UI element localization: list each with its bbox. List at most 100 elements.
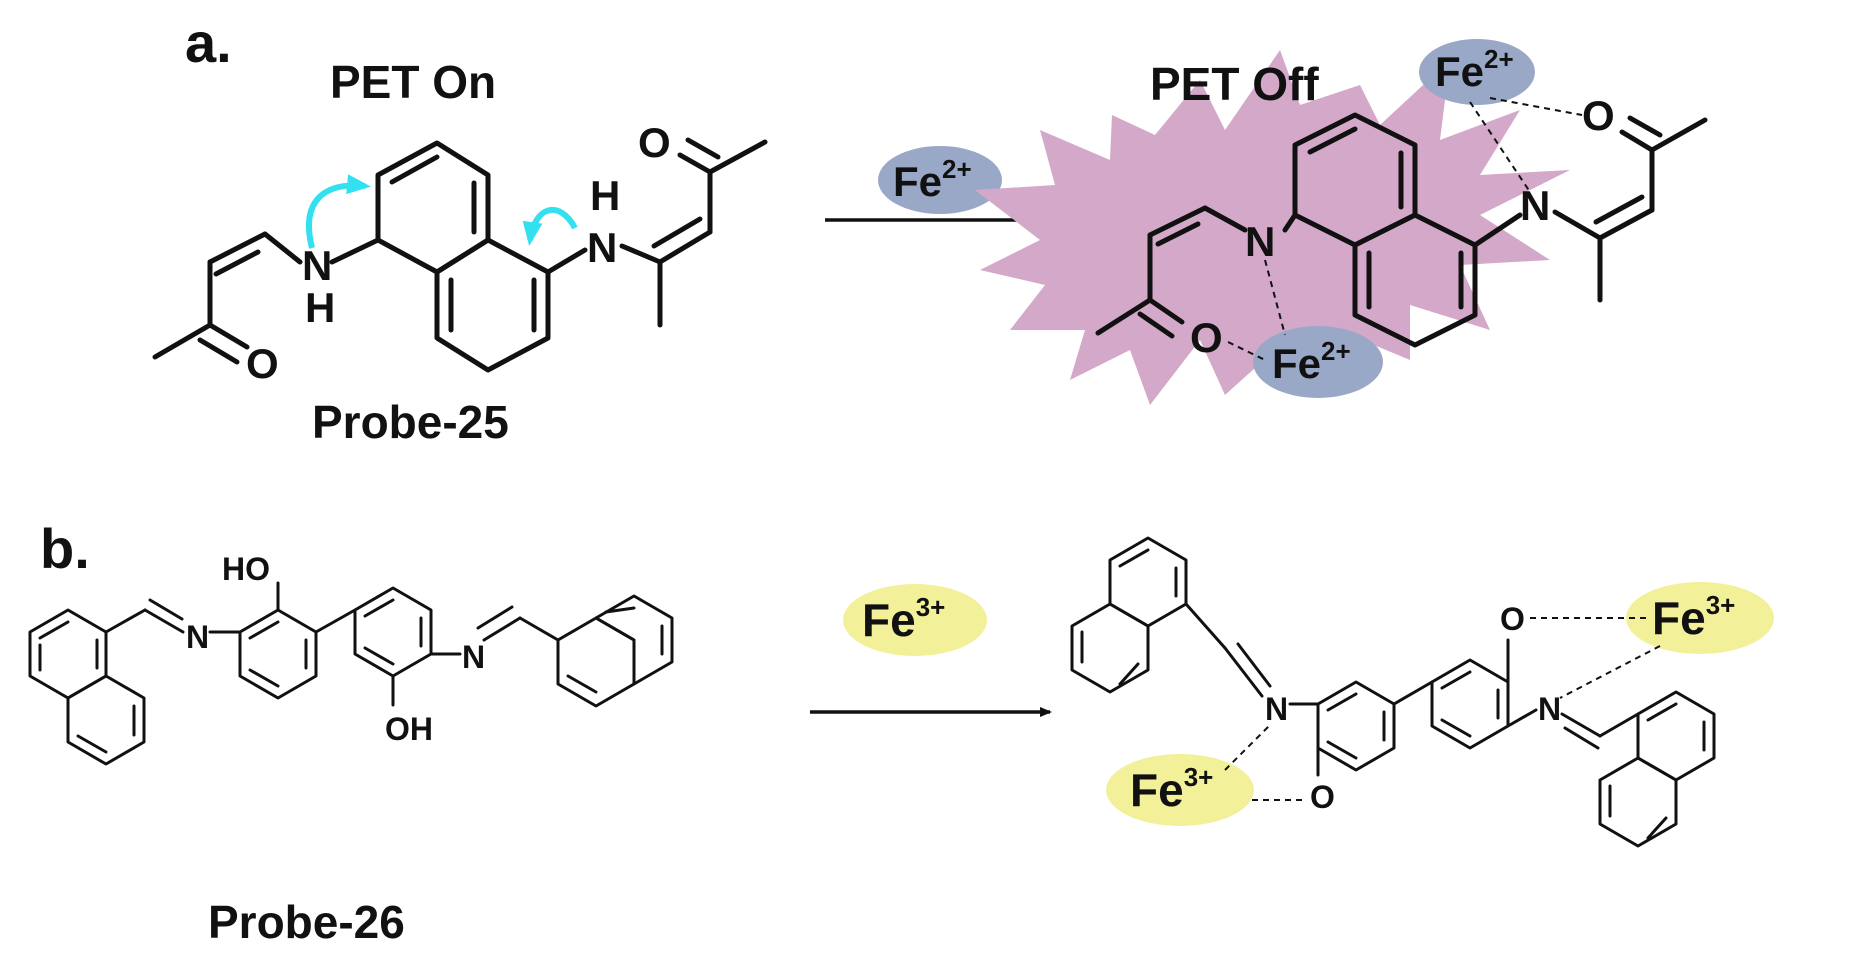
panel-b-label: b.: [40, 517, 90, 580]
fe2-bottom-label: Fe2+: [1272, 336, 1351, 387]
naphthalene-ring: [66, 674, 146, 766]
probe-26-label: Probe-26: [208, 896, 405, 948]
c-c-bond: [104, 608, 147, 634]
naphthalene-ring: [1070, 602, 1150, 694]
nh-hydrogen: H: [590, 172, 620, 219]
nh-nitrogen: N: [587, 224, 617, 271]
double-bond: [1307, 126, 1358, 155]
double-bond: [1646, 816, 1668, 840]
fe3-bottom-label: Fe3+: [1130, 762, 1213, 816]
double-bond: [213, 249, 261, 277]
fe2-reagent-highlight: [878, 146, 1002, 214]
double-bond: [1627, 115, 1663, 138]
double-bond: [566, 674, 598, 694]
naphthalene-ring: [1598, 756, 1678, 848]
coordinating-nitrogen: N: [1520, 182, 1550, 229]
double-bond: [248, 620, 280, 640]
c-n-bond: [1282, 212, 1298, 233]
n-c-bond: [619, 243, 663, 265]
naphthalene-ring: [594, 594, 674, 686]
fe3-top-highlight: [1626, 582, 1774, 654]
double-bond: [1326, 740, 1358, 760]
double-bond: [1137, 311, 1175, 339]
coordination-bond: [1224, 724, 1271, 771]
vinyl-bond: [657, 229, 713, 265]
hydroxyl-group: OH: [385, 711, 433, 747]
biaryl-bond: [314, 608, 357, 634]
double-bond: [1118, 662, 1140, 686]
pet-arrow-left: [305, 174, 371, 249]
vinyl-bond: [1597, 207, 1655, 241]
c-o-bond: [677, 152, 713, 175]
coordination-bond: [1469, 101, 1531, 193]
probe-26-structure: N HO OH N: [28, 551, 674, 766]
phenoxide-oxygen: O: [1310, 779, 1335, 815]
double-bond: [248, 668, 280, 688]
fe3-complex-structure: N O O N: [1070, 536, 1774, 848]
fe3-reagent-label: Fe3+: [862, 592, 945, 646]
phenoxide-oxygen: O: [1500, 601, 1525, 637]
double-bond: [1440, 718, 1472, 738]
imine-bond: [143, 608, 185, 634]
methyl-bond: [1095, 297, 1153, 336]
n-c-bond: [1202, 205, 1248, 233]
panel-b: b. Probe-26 N HO: [28, 517, 1774, 948]
imine-bond: [1560, 712, 1602, 738]
imine-nitrogen: N: [1265, 691, 1288, 727]
coordinating-oxygen: O: [1190, 314, 1223, 361]
fe2-bottom-highlight: [1253, 326, 1383, 398]
c-c-bond: [1598, 712, 1640, 738]
coordinating-nitrogen: N: [1245, 218, 1275, 265]
imine-nitrogen: N: [186, 619, 209, 655]
vinyl-bond: [1147, 205, 1208, 238]
double-bond: [1236, 642, 1272, 688]
probe-25-label: Probe-25: [312, 396, 509, 448]
double-bond: [76, 734, 108, 754]
hydroxyl-group: HO: [222, 551, 270, 587]
c-o-bond: [207, 322, 250, 350]
panel-a-label: a.: [185, 11, 232, 74]
double-bond: [651, 216, 703, 249]
coordination-bond: [1227, 341, 1266, 361]
imine-bond: [1223, 646, 1264, 698]
c-n-bond: [545, 247, 588, 275]
biaryl-bond: [1392, 680, 1434, 706]
imine-bond: [482, 616, 522, 642]
c-n-bond: [1506, 708, 1538, 728]
c-n-bond: [329, 237, 381, 265]
coordinating-oxygen: O: [1582, 92, 1615, 139]
fe3-bottom-highlight: [1106, 754, 1254, 826]
double-bond: [148, 598, 184, 621]
c-o-bond: [1147, 297, 1185, 325]
double-bond: [363, 646, 395, 666]
probe-25-structure: N H O N H O: [152, 119, 768, 387]
fe3-reagent-highlight: [843, 584, 987, 656]
fe3-top-label: Fe3+: [1652, 590, 1735, 644]
double-bond: [363, 598, 395, 618]
carbonyl-oxygen: O: [638, 119, 671, 166]
double-bond: [1155, 221, 1201, 247]
c-c-bond: [518, 616, 560, 642]
double-bond: [1326, 692, 1358, 712]
coordination-bond: [1489, 97, 1583, 116]
double-bond: [685, 137, 721, 160]
n-c-bond: [262, 231, 303, 265]
nh-nitrogen: N: [302, 242, 332, 289]
double-bond: [1646, 702, 1678, 722]
nh-hydrogen: H: [305, 284, 335, 331]
fe2-top-highlight: [1419, 39, 1535, 105]
imine-nitrogen: N: [1538, 691, 1561, 727]
double-bond: [1118, 548, 1150, 568]
panel-a: a. PET On Probe-25 N H O N: [152, 11, 1708, 448]
naphthalene-ring-lower: [434, 237, 551, 373]
pet-on-label: PET On: [330, 56, 496, 108]
pet-arrow-right: [522, 207, 578, 246]
methyl-bond: [152, 322, 213, 360]
c-n-bond: [1472, 212, 1523, 248]
double-bond: [1593, 194, 1645, 225]
coordination-bond: [1559, 645, 1661, 699]
carbonyl-oxygen: O: [246, 340, 279, 387]
methyl-bond: [1649, 117, 1708, 153]
double-bond: [38, 620, 70, 640]
